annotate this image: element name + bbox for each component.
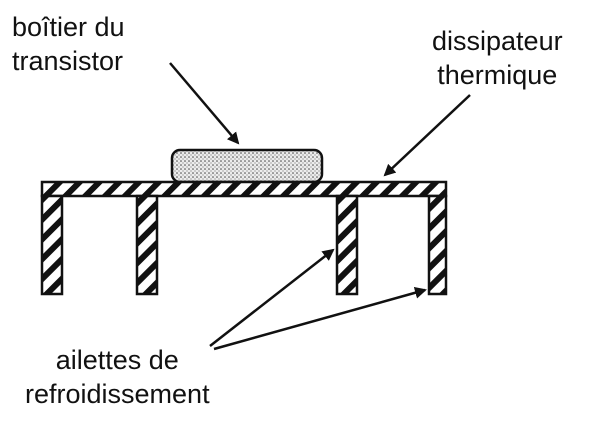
label-cooling-fins: ailettes de refroidissement	[25, 343, 210, 411]
label-ailettes-line-2: refroidissement	[25, 379, 210, 409]
label-heatsink: dissipateur thermique	[432, 24, 563, 92]
fin-4	[427, 194, 448, 296]
arrow-dissipateur	[383, 94, 471, 177]
label-dissipateur-line-1: dissipateur	[432, 26, 563, 56]
label-transistor-line-2: transistor	[12, 46, 124, 76]
arrow-ailette-inner	[209, 248, 335, 347]
arrow-transistor	[169, 62, 240, 145]
fin-1	[40, 194, 64, 296]
label-ailettes-line-1: ailettes de	[55, 345, 179, 375]
arrow-ailette-outer	[213, 286, 427, 351]
label-transistor-package: boîtier du transistor	[12, 10, 125, 78]
fin-2	[135, 194, 159, 296]
heatsink-base	[40, 180, 448, 198]
label-dissipateur-line-2: thermique	[437, 60, 558, 90]
label-transistor-line-1: boîtier du	[12, 12, 125, 42]
fin-3	[335, 194, 359, 296]
transistor-package	[170, 148, 324, 184]
